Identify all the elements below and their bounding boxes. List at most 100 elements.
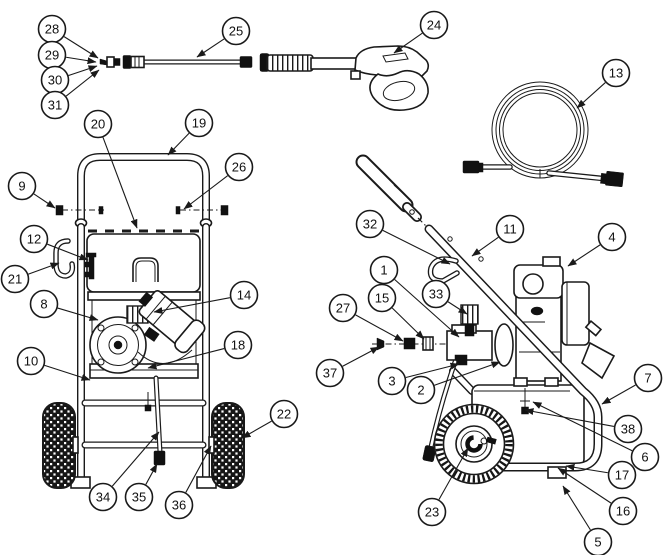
- callout-leader: [434, 361, 501, 386]
- callout-number: 26: [232, 160, 246, 175]
- wheel-left: [42, 402, 79, 489]
- callout-balloon: [495, 214, 525, 244]
- callout-balloon: [29, 289, 59, 319]
- machine-side-view: [355, 154, 616, 485]
- callout-leader: [576, 82, 606, 109]
- callout-7: 7: [601, 363, 663, 405]
- callout-leader: [102, 137, 138, 229]
- callout-2: 2: [406, 361, 501, 405]
- callout-number: 33: [429, 287, 443, 302]
- callout-number: 10: [24, 354, 38, 369]
- callout-38: 38: [524, 408, 643, 444]
- callout-37: 37: [315, 346, 380, 388]
- callout-leader: [391, 307, 425, 340]
- callout-number: 35: [132, 490, 146, 505]
- callout-balloon: [224, 152, 254, 182]
- callout-number: 13: [609, 66, 623, 81]
- callout-8: 8: [29, 289, 99, 321]
- callout-number: 28: [45, 22, 59, 37]
- callout-number: 21: [8, 272, 22, 287]
- callout-number: 30: [48, 73, 62, 88]
- callout-balloon: [315, 358, 345, 388]
- callout-balloon: [88, 482, 118, 512]
- callout-leader: [183, 175, 228, 210]
- callout-leader: [68, 65, 98, 76]
- callout-leader: [438, 447, 469, 500]
- callout-leader: [565, 463, 608, 474]
- callout-balloon: [269, 399, 299, 429]
- callout-number: 1: [380, 263, 387, 278]
- handle-bolt-left: [55, 205, 104, 216]
- quick-connect-nozzle: [99, 56, 121, 68]
- callout-balloon: [328, 293, 358, 323]
- callout-number: 16: [616, 504, 630, 519]
- callout-17: 17: [565, 460, 637, 490]
- callout-leader: [382, 229, 451, 265]
- callout-balloon: [83, 109, 113, 139]
- callout-balloon: [229, 280, 259, 310]
- wheel-side: [433, 403, 515, 485]
- callout-26: 26: [183, 152, 254, 210]
- callout-number: 4: [608, 230, 615, 245]
- callout-balloon: [597, 222, 627, 252]
- callout-balloon: [633, 363, 663, 393]
- frame-handle-tube: [355, 154, 603, 479]
- callout-leader: [241, 420, 272, 439]
- callout-3: 3: [377, 362, 460, 396]
- callout-leader: [147, 348, 225, 370]
- callout-30: 30: [40, 65, 98, 95]
- callout-33: 33: [421, 279, 468, 315]
- callout-leader: [28, 262, 60, 275]
- callout-leader: [167, 132, 190, 156]
- spray-wand: [122, 55, 253, 69]
- callout-9: 9: [7, 171, 56, 209]
- callout-leader: [532, 401, 633, 452]
- callout-18: 18: [147, 330, 253, 370]
- cart-front-view: [42, 153, 245, 489]
- callout-24: 24: [393, 10, 449, 54]
- callout-29: 29: [37, 40, 97, 70]
- callout-number: 29: [45, 48, 59, 63]
- callout-1: 1: [369, 255, 460, 338]
- callout-25: 25: [196, 16, 251, 58]
- callout-27: 27: [328, 293, 404, 342]
- callout-balloon: [607, 460, 637, 490]
- callout-balloon: [608, 496, 638, 526]
- callout-10: 10: [16, 346, 91, 381]
- callout-balloon: [164, 490, 194, 520]
- callout-leader: [185, 445, 212, 493]
- callout-number: 11: [503, 222, 517, 237]
- callout-number: 23: [425, 505, 439, 520]
- wheel-right: [208, 402, 245, 489]
- callout-leader: [57, 307, 99, 321]
- callout-number: 22: [277, 407, 291, 422]
- callout-leader: [111, 431, 160, 487]
- discharge-tube: [144, 375, 166, 466]
- callout-balloon: [40, 90, 70, 120]
- callout-number: 9: [18, 179, 25, 194]
- callout-leader: [393, 32, 423, 54]
- callout-balloon: [19, 224, 49, 254]
- callout-leader: [47, 243, 89, 261]
- pump-assembly-side: [422, 304, 514, 462]
- callout-31: 31: [40, 69, 100, 120]
- callout-balloon: [421, 279, 451, 309]
- callout-36: 36: [164, 445, 212, 520]
- callout-22: 22: [241, 399, 299, 439]
- callout-balloon: [630, 442, 660, 472]
- callout-balloon: [419, 10, 449, 40]
- handle-bolt-right: [175, 205, 229, 216]
- callout-leader: [562, 485, 591, 531]
- callout-leader: [33, 193, 56, 209]
- callout-leader: [567, 244, 601, 267]
- callout-15: 15: [367, 283, 425, 340]
- callout-leader: [471, 236, 499, 257]
- callout-number: 27: [336, 301, 350, 316]
- callout-balloon: [16, 346, 46, 376]
- spray-gun: [259, 45, 430, 112]
- callout-number: 32: [363, 217, 377, 232]
- callout-leader: [342, 346, 380, 367]
- callout-number: 14: [237, 288, 251, 303]
- callout-leader: [153, 297, 231, 314]
- callout-number: 20: [91, 117, 105, 132]
